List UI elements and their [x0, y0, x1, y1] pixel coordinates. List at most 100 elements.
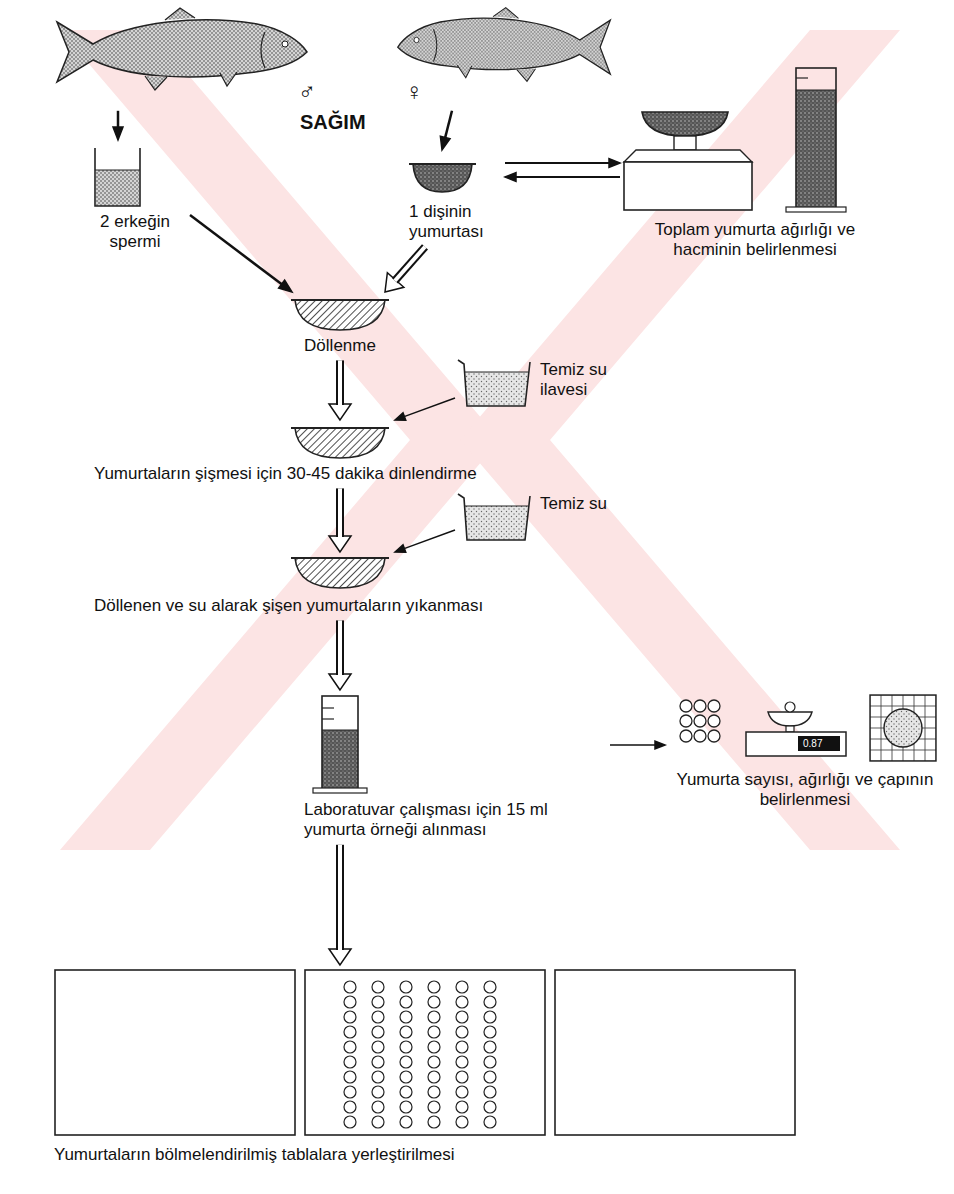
- incubation-trays-part: [428, 1041, 440, 1053]
- arrow-shaft: [336, 620, 344, 675]
- egg-count-icon: [680, 700, 720, 742]
- incubation-trays-part: [400, 1101, 412, 1113]
- arrow-head: [505, 173, 516, 182]
- incubation-trays-part: [428, 1056, 440, 1068]
- incubation-trays-part: [428, 1026, 440, 1038]
- sample-cylinder-part: [322, 707, 334, 708]
- arrow-head: [329, 949, 351, 965]
- incubation-trays-part: [344, 996, 356, 1008]
- incubation-trays-part: [372, 1026, 384, 1038]
- weighing-scale-part: [674, 136, 696, 150]
- flow-arrow: [440, 111, 452, 150]
- male-fish: [57, 8, 307, 90]
- incubation-trays-part: [400, 1011, 412, 1023]
- flow-arrow: [395, 530, 455, 552]
- egg-count-icon-part: [694, 700, 706, 712]
- sample-cylinder-part: [313, 788, 367, 793]
- incubation-trays-part: [344, 1011, 356, 1023]
- step-caption: Yumurta sayısı, ağırlığı ve çapının beli…: [669, 770, 941, 811]
- sperm-beaker-part: [96, 170, 139, 206]
- incubation-trays-part: [456, 1056, 468, 1068]
- egg-count-icon-part: [694, 715, 706, 727]
- female-fish: [398, 8, 611, 82]
- incubation-trays-part: [344, 1056, 356, 1068]
- tray-placement-step: Yumurtaların bölmelendirilmiş tablalara …: [50, 965, 880, 1169]
- incubation-trays-part: [344, 1086, 356, 1098]
- incubation-trays-part: [372, 1041, 384, 1053]
- arrow-head: [329, 674, 351, 690]
- flow-arrow: [329, 488, 351, 552]
- incubation-trays-part: [456, 996, 468, 1008]
- sperm-beaker: [95, 148, 140, 206]
- incubation-trays-part: [428, 1101, 440, 1113]
- watermark-part: [60, 30, 500, 850]
- process-title: SAĞIM: [300, 110, 366, 134]
- balance-icon-part: [785, 702, 795, 712]
- incubation-trays-part: [456, 1071, 468, 1083]
- weighing-scale-part: [624, 150, 752, 162]
- arrow-shaft: [338, 360, 342, 405]
- egg-bowl: [409, 164, 476, 192]
- flow-arrow: [329, 620, 351, 690]
- flow-arrow: [190, 215, 292, 292]
- incubation-trays-part: [372, 996, 384, 1008]
- incubation-trays-part: [484, 1011, 496, 1023]
- incubation-trays-part: [372, 1101, 384, 1113]
- incubation-trays-part: [372, 1071, 384, 1083]
- sample-cylinder-part: [322, 718, 334, 719]
- incubation-trays-part: [344, 1041, 356, 1053]
- arrow-shaft: [338, 620, 342, 675]
- egg-count-icon-part: [694, 730, 706, 742]
- step-caption: Döllenen ve su alarak şişen yumurtaların…: [94, 596, 716, 616]
- egg-count-icon-part: [708, 700, 720, 712]
- incubation-trays-part: [555, 970, 795, 1135]
- incubation-trays-part: [484, 1086, 496, 1098]
- incubation-trays-part: [344, 1026, 356, 1038]
- balance-icon-part: [798, 736, 840, 751]
- water-beaker-part: [464, 372, 528, 373]
- egg-count-icon-part: [680, 715, 692, 727]
- fertilization-bowl-part: [291, 299, 389, 301]
- incubation-trays-part: [456, 1101, 468, 1113]
- incubation-trays-part: [428, 1086, 440, 1098]
- incubation-trays-part: [484, 1056, 496, 1068]
- arrow-shaft: [395, 247, 425, 281]
- measuring-cylinder-part: [796, 77, 808, 78]
- arrow-shaft: [338, 845, 342, 950]
- incubation-trays-part: [484, 1026, 496, 1038]
- egg-bowl-part: [409, 163, 476, 165]
- female-fish: ♀: [395, 0, 615, 111]
- sample-cylinder-part: [322, 696, 358, 790]
- step-caption: ♀: [405, 78, 611, 107]
- arrow-shaft: [395, 247, 425, 281]
- swelling-step: Yumurtaların şişmesi için 30-45 dakika d…: [90, 420, 720, 488]
- step-caption: Yumurtaların şişmesi için 30-45 dakika d…: [94, 464, 716, 484]
- egg-bowl-step: 1 dişinin yumurtası: [405, 150, 505, 247]
- flow-arrow: [113, 111, 123, 140]
- water-beaker-part: [464, 372, 528, 406]
- incubation-trays-part: [400, 1056, 412, 1068]
- flow-arrow: [329, 360, 351, 420]
- arrow-head: [440, 136, 450, 150]
- scale-display: 0.87: [801, 737, 824, 750]
- arrow-head: [609, 159, 620, 168]
- sperm-beaker-part: [95, 170, 140, 171]
- incubation-trays-part: [400, 981, 412, 993]
- balance-icon-part: [746, 732, 846, 756]
- step-caption: Temiz su ilavesi: [540, 360, 646, 401]
- measuring-cylinder: [786, 68, 846, 212]
- incubation-trays-part: [484, 981, 496, 993]
- incubation-trays-part: [428, 1011, 440, 1023]
- incubation-trays-part: [428, 1071, 440, 1083]
- measuring-cylinder-part: [796, 90, 836, 208]
- incubation-trays-part: [400, 1086, 412, 1098]
- incubation-trays-part: [456, 1086, 468, 1098]
- egg-count-icon-part: [708, 730, 720, 742]
- incubation-trays-part: [484, 1041, 496, 1053]
- weighing-step: Toplam yumurta ağırlığı ve hacminin beli…: [620, 60, 890, 265]
- incubation-trays-part: [372, 1086, 384, 1098]
- egg-count-icon-part: [680, 730, 692, 742]
- arrow-shaft: [515, 176, 620, 178]
- arrow-shaft: [338, 488, 342, 537]
- incubation-trays-part: [484, 996, 496, 1008]
